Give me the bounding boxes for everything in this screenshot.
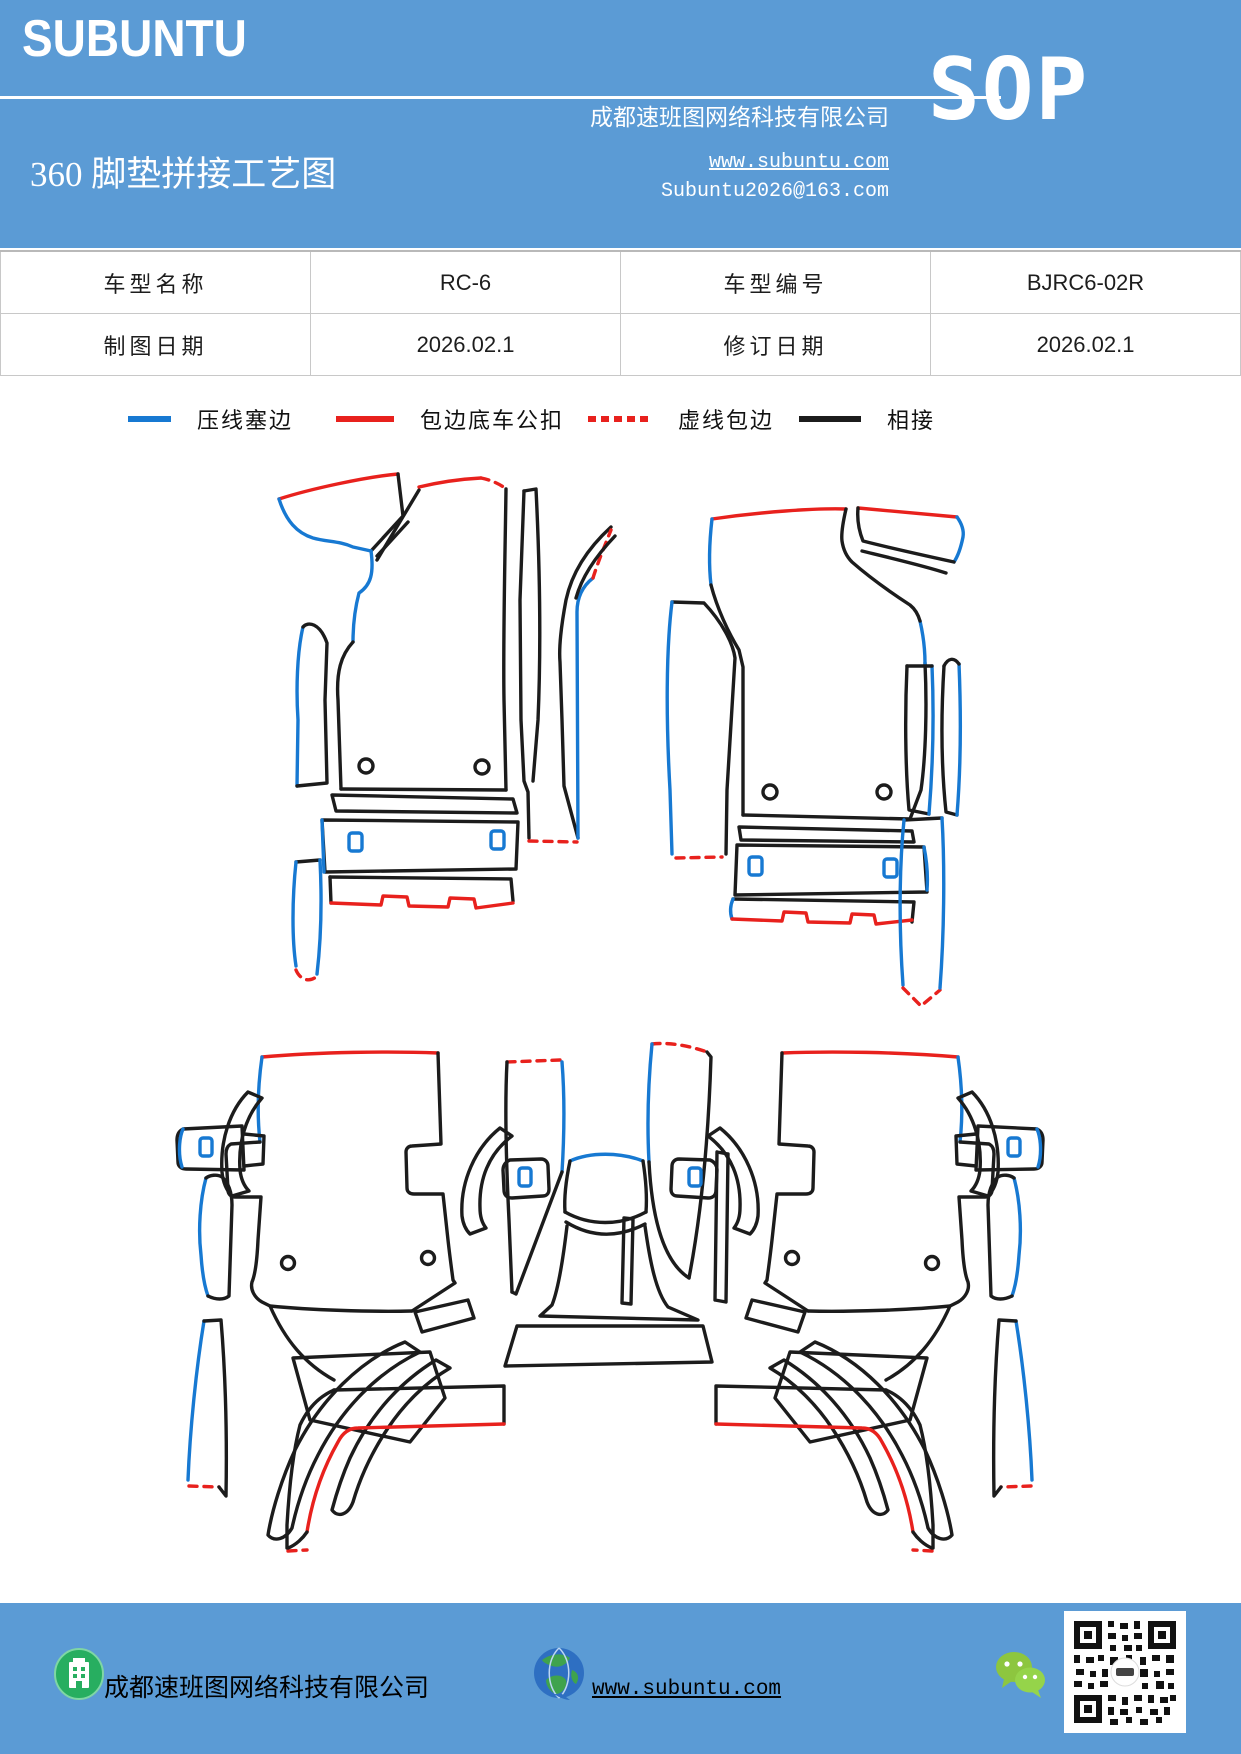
sop-label: SOP — [928, 40, 1090, 140]
legend-label: 包边底车公扣 — [420, 408, 565, 433]
front-left-mat-group — [277, 472, 617, 982]
legend-item-dashed-wrap: 虚线包边 — [588, 402, 774, 436]
page-title: 360 脚垫拼接工艺图 — [30, 155, 337, 194]
draw-date-value: 2026.02.1 — [310, 313, 621, 376]
table-row: 制图日期 2026.02.1 修订日期 2026.02.1 — [0, 313, 1241, 376]
footer-company-name: 成都速班图网络科技有限公司 — [104, 1675, 430, 1702]
header-email: Subuntu2026@163.com — [660, 180, 889, 203]
header-website-link[interactable]: www.subuntu.com — [708, 151, 889, 174]
wechat-icon — [996, 1652, 1045, 1698]
qr-code — [1064, 1611, 1186, 1733]
legend-item-press-edge: 压线塞边 — [128, 402, 293, 436]
model-code-value: BJRC6-02R — [930, 250, 1241, 314]
header: SUBUNTU 360 脚垫拼接工艺图 成都速班图网络科技有限公司 www.su… — [0, 0, 1241, 248]
legend-label: 相接 — [887, 408, 936, 433]
legend-item-wrap-buckle: 包边底车公扣 — [336, 402, 564, 436]
rear-mats-group — [175, 1041, 1045, 1553]
red-line-swatch — [336, 416, 394, 422]
front-right-mat-group — [665, 506, 965, 1008]
legend-label: 虚线包边 — [678, 408, 775, 433]
legend-label: 压线塞边 — [197, 408, 294, 433]
legend-item-join: 相接 — [799, 402, 935, 436]
legend: 压线塞边 包边底车公扣 虚线包边 相接 — [0, 402, 1241, 436]
black-line-swatch — [799, 416, 861, 422]
model-name-label: 车型名称 — [0, 250, 311, 314]
header-divider — [0, 96, 1001, 99]
model-code-label: 车型编号 — [620, 250, 931, 314]
revise-date-label: 修订日期 — [620, 313, 931, 376]
blue-line-swatch — [128, 416, 171, 422]
brand-logo: SUBUNTU — [22, 9, 247, 68]
building-icon — [54, 1648, 104, 1700]
vehicle-info-table: 车型名称 RC-6 车型编号 BJRC6-02R 制图日期 2026.02.1 … — [0, 250, 1241, 376]
model-name-value: RC-6 — [310, 250, 621, 314]
table-row: 车型名称 RC-6 车型编号 BJRC6-02R — [0, 250, 1241, 314]
footer-website-link[interactable]: www.subuntu.com — [592, 1678, 782, 1701]
draw-date-label: 制图日期 — [0, 313, 311, 376]
red-dashed-swatch — [588, 416, 652, 422]
revise-date-value: 2026.02.1 — [930, 313, 1241, 376]
globe-icon — [534, 1647, 584, 1700]
header-company-name: 成都速班图网络科技有限公司 — [590, 105, 889, 130]
